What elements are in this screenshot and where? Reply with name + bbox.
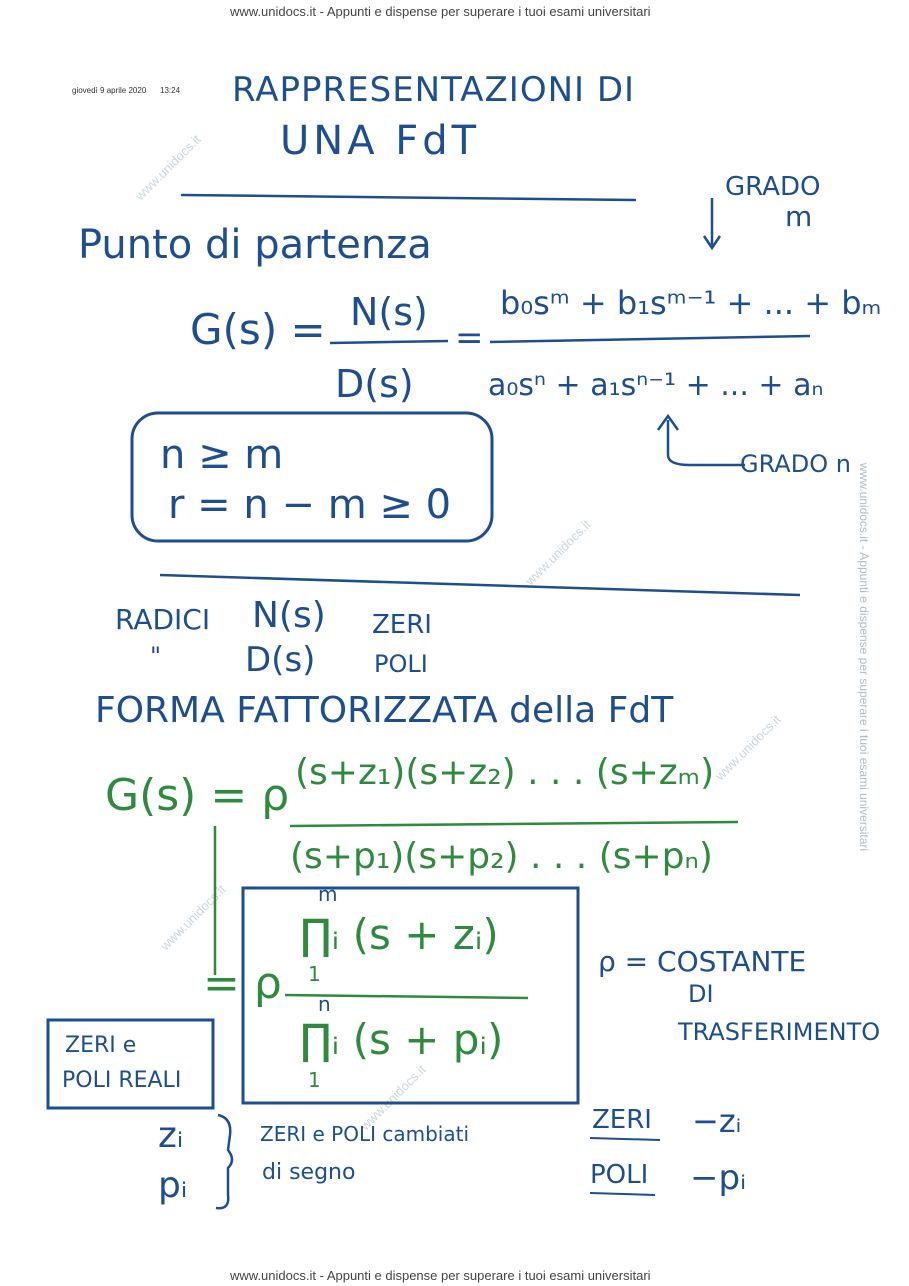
box-line-2: r = n − m ≥ 0 [168, 482, 452, 528]
ds-root: D(s) [245, 640, 316, 680]
rho-definition: ρ = COSTANTE [598, 945, 807, 978]
title-line-1: RAPPRESENTAZIONI DI [232, 70, 636, 110]
top-watermark-banner: www.unidocs.it - Appunti e dispense per … [230, 4, 651, 19]
zi-symbol: zᵢ [158, 1115, 184, 1156]
prod-numerator: ∏ᵢ (s + zᵢ) [300, 910, 499, 959]
ns-root: N(s) [252, 595, 326, 636]
rho-definition-2: DI [688, 980, 714, 1008]
poli-label: POLI [374, 650, 428, 678]
eq-sign-2: = [455, 318, 484, 358]
note-time: 13:24 [160, 86, 181, 95]
zeri-label: ZERI [372, 610, 432, 640]
forma-label: FORMA FATTORIZZATA della FdT [95, 690, 674, 731]
radici-label: RADICI [115, 603, 211, 636]
prod-den-bottom: 1 [308, 1068, 321, 1092]
gs-label: G(s) = [190, 305, 326, 354]
gs-green: G(s) = ρ [105, 770, 290, 821]
prod-den-top: n [318, 992, 331, 1016]
denominator-poly: a₀sⁿ + a₁sⁿ⁻¹ + ... + aₙ [488, 368, 824, 403]
numerator-poly: b₀sᵐ + b₁sᵐ⁻¹ + ... + bₘ [500, 284, 882, 322]
grado-n-label: GRADO n [740, 450, 851, 478]
zeri-reali-line-1: ZERI e [65, 1033, 137, 1058]
zeri-poli-note-2: di segno [262, 1160, 356, 1185]
minus-zi: −zᵢ [692, 1102, 742, 1140]
factored-denominator: (s+p₁)(s+p₂) . . . (s+pₙ) [290, 836, 713, 877]
bottom-watermark-banner: www.unidocs.it - Appunti e dispense per … [230, 1268, 651, 1283]
prod-num-bottom: 1 [308, 962, 321, 986]
eq-rho: = ρ [203, 958, 282, 1009]
grado-top-m: m [785, 200, 813, 233]
zeri-reali-line-2: POLI REALI [62, 1068, 182, 1093]
start-label: Punto di partenza [78, 222, 432, 268]
note-date: giovedì 9 aprile 2020 [72, 86, 147, 95]
prod-denominator: ∏ᵢ (s + pᵢ) [300, 1015, 504, 1064]
radici-ditto: " [150, 642, 162, 670]
pi-symbol: pᵢ [158, 1165, 188, 1206]
zeri-poli-note: ZERI e POLI cambiati [260, 1122, 469, 1146]
rho-definition-3: TRASFERIMENTO [678, 1018, 881, 1046]
title-line-2: UNA FdT [280, 118, 481, 164]
ds-label: D(s) [335, 362, 414, 406]
grado-top-label: GRADO [725, 172, 821, 202]
minus-pi: −pᵢ [690, 1158, 747, 1198]
ns-label: N(s) [350, 290, 428, 334]
box-line-1: n ≥ m [160, 432, 284, 478]
factored-numerator: (s+z₁)(s+z₂) . . . (s+zₘ) [295, 752, 715, 793]
prod-num-top: m [318, 882, 338, 906]
zeri-right: ZERI [592, 1105, 652, 1135]
poli-right: POLI [590, 1160, 649, 1190]
